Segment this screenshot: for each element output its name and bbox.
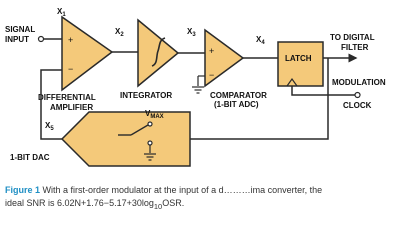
to-digital-filter-label-line2: FILTER xyxy=(341,43,369,52)
differential-amplifier-triangle xyxy=(61,15,114,92)
figure-caption: Figure 1 With a first-order modulator at… xyxy=(5,184,397,213)
caption-line-1: With a first-order modulator at the inpu… xyxy=(40,185,323,195)
caption-line-2a: ideal SNR is 6.02N+1.76−5.17+30log xyxy=(5,197,154,208)
sigma-delta-block-diagram: SIGNAL INPUT + − X1 DIFFERENTIAL AMPLIFI… xyxy=(5,7,386,167)
to-digital-filter-label-line1: TO DIGITAL xyxy=(330,33,375,42)
latch-clock-input-icon xyxy=(286,77,298,87)
dac-block xyxy=(60,111,191,167)
clock-wire xyxy=(291,86,355,96)
node-x1-label: X1 xyxy=(57,7,66,18)
comparator-minus-sign: − xyxy=(209,70,214,80)
signal-input-terminal xyxy=(37,35,45,43)
signal-input-label-line1: SIGNAL xyxy=(5,25,35,34)
integral-symbol-icon xyxy=(151,37,166,67)
modulation-clock-label-line1: MODULATION xyxy=(332,78,386,87)
comparator-label-line2: (1-BIT ADC) xyxy=(214,100,259,109)
vmax-label: VMAX xyxy=(145,109,164,120)
feedback-wire-to-amplifier xyxy=(40,69,62,140)
node-x4-label: X4 xyxy=(256,35,265,46)
signal-input-label-line2: INPUT xyxy=(5,35,29,44)
node-x5-label: X5 xyxy=(45,121,54,132)
node-x2-label: X2 xyxy=(115,27,124,38)
figure-number: Figure 1 xyxy=(5,185,41,195)
modulation-clock-label-line2: CLOCK xyxy=(343,101,372,110)
node-x3-label: X3 xyxy=(187,27,196,38)
integrator-label: INTEGRATOR xyxy=(120,91,172,100)
comparator-triangle xyxy=(204,28,245,88)
comparator-plus-sign: + xyxy=(209,46,214,56)
ground-icon xyxy=(192,86,204,94)
latch-label: LATCH xyxy=(285,54,312,63)
caption-log-base: 10 xyxy=(153,201,163,211)
latch-block xyxy=(277,41,324,87)
dac-switch-icon xyxy=(118,121,153,153)
comparator-label-line1: COMPARATOR xyxy=(210,91,267,100)
feedback-wire-from-latch xyxy=(190,58,329,140)
modulation-clock-terminal xyxy=(354,91,361,99)
differential-amplifier-label-line1: DIFFERENTIAL xyxy=(38,93,96,102)
differential-amplifier-label-line2: AMPLIFIER xyxy=(50,103,93,112)
caption-line-2b: OSR. xyxy=(162,197,185,208)
amplifier-plus-sign: + xyxy=(68,35,73,45)
dac-label: 1-BIT DAC xyxy=(10,153,50,162)
dac-ground-icon xyxy=(144,153,156,161)
amplifier-minus-sign: − xyxy=(68,64,73,74)
